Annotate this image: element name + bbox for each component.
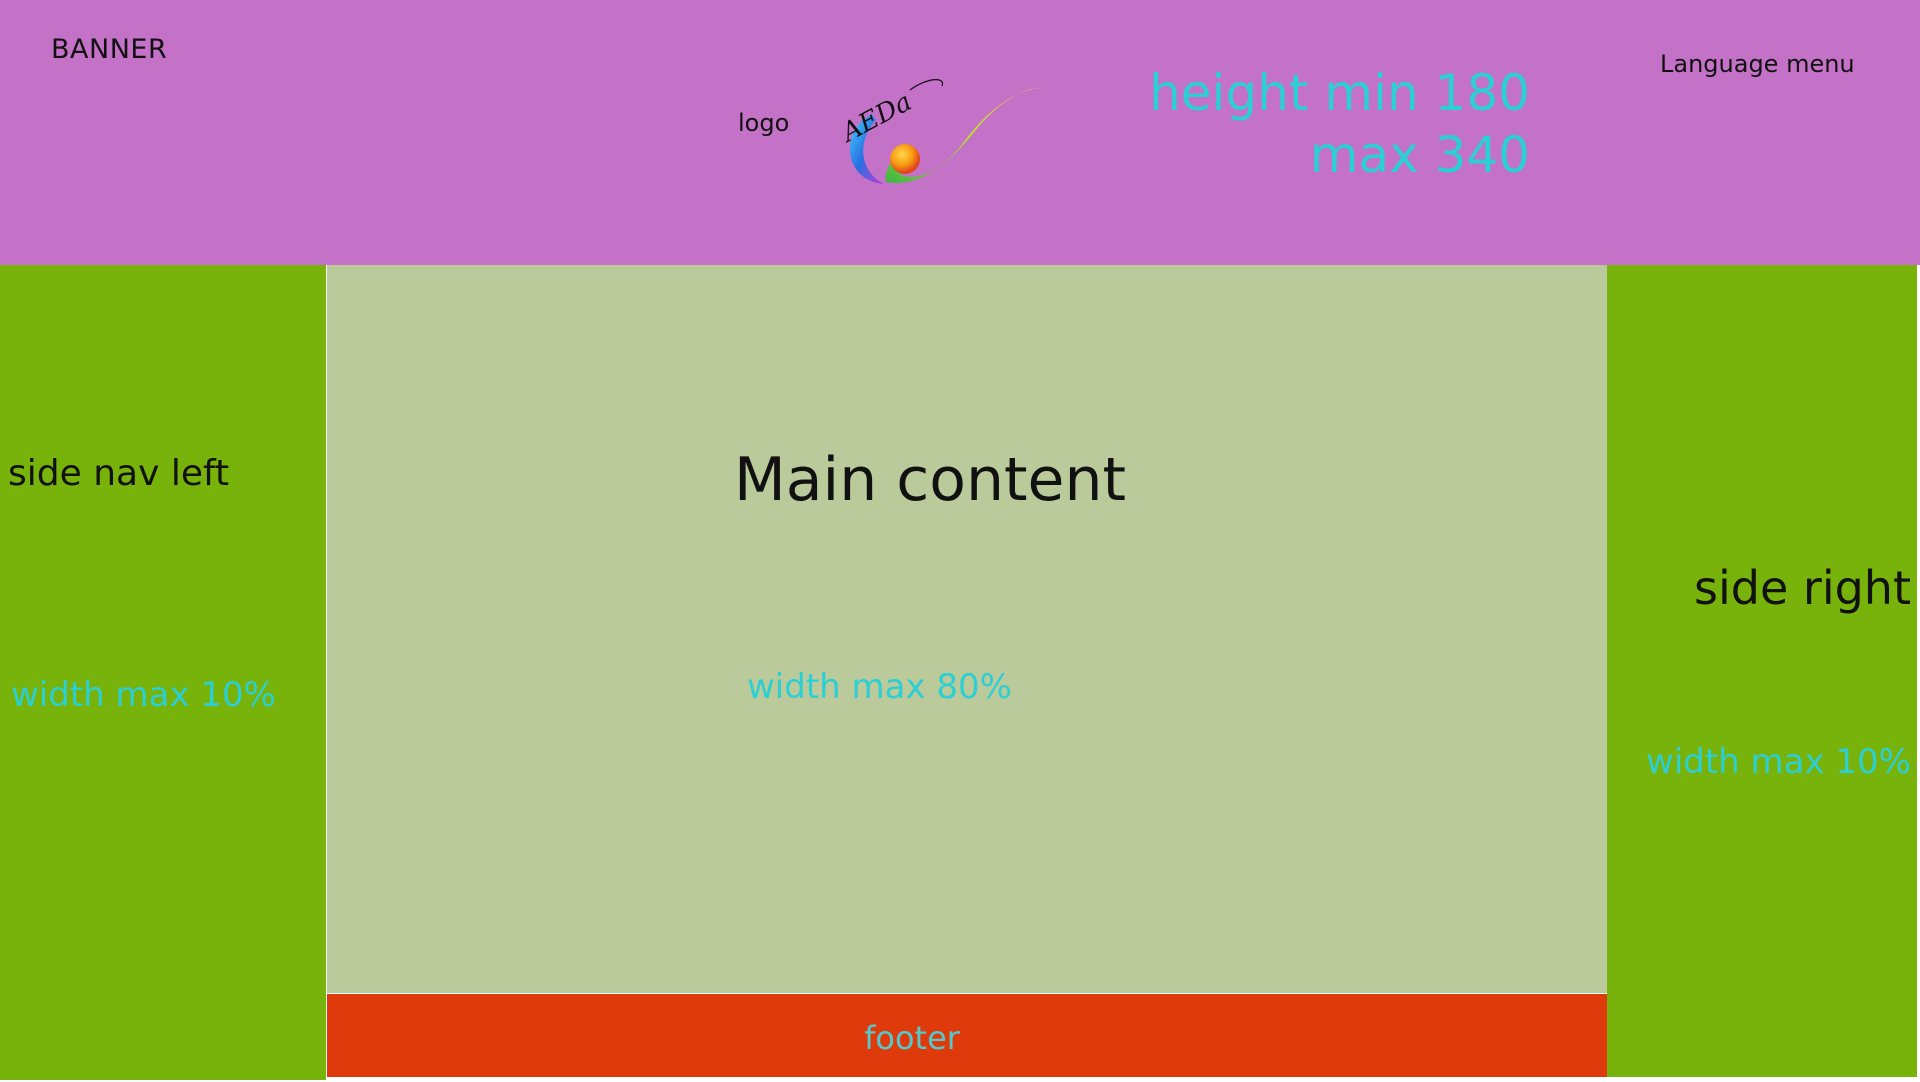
main-content-title: Main content <box>734 445 1127 515</box>
side-right: side right width max 10% <box>1607 265 1917 1077</box>
side-right-width-note: width max 10% <box>1646 742 1911 782</box>
height-note-line2: max 340 <box>1309 126 1530 184</box>
footer: footer <box>327 994 1607 1077</box>
logo-icon[interactable]: AEDa <box>826 72 1046 190</box>
language-menu[interactable]: Language menu <box>1660 50 1855 78</box>
side-nav-left-title: side nav left <box>8 453 230 494</box>
footer-label: footer <box>864 1019 960 1057</box>
main-content-width-note: width max 80% <box>747 667 1012 707</box>
logo-text: AEDa <box>835 87 916 149</box>
side-nav-left-width-note: width max 10% <box>11 675 276 715</box>
side-right-title: side right <box>1694 561 1911 615</box>
side-nav-left: side nav left width max 10% <box>0 265 326 1080</box>
banner-height-note: height min 180 max 340 <box>1090 62 1530 186</box>
banner: BANNER logo AEDa height min <box>0 0 1920 265</box>
height-note-line1: height min 180 <box>1149 64 1530 122</box>
logo-label: logo <box>738 109 790 137</box>
main-content: Main content width max 80% <box>327 265 1607 993</box>
banner-label: BANNER <box>51 34 168 65</box>
